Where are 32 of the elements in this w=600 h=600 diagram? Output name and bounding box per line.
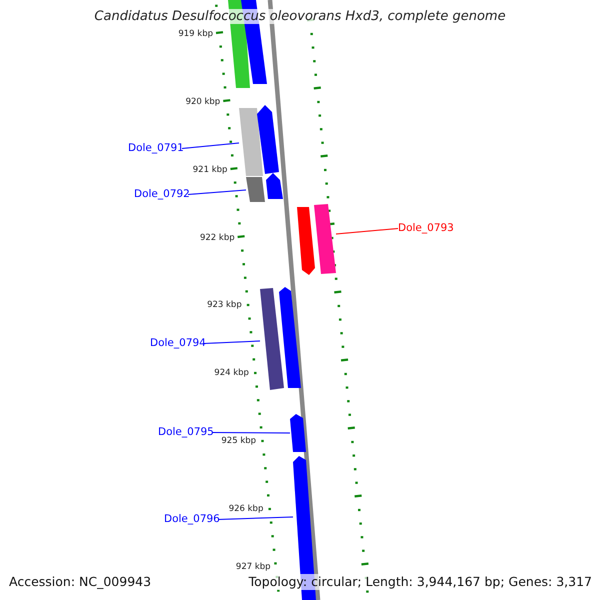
gene-feature: [297, 207, 315, 275]
scale-label: 922 kbp: [198, 233, 235, 244]
gene-label: Dole_0791: [128, 142, 184, 155]
leader-line: [204, 340, 260, 344]
gene-feature: [239, 108, 263, 176]
gene-feature: [279, 287, 301, 388]
gene-feature: [260, 288, 284, 390]
scale-label: 925 kbp: [220, 436, 256, 447]
scale-label: 927 kbp: [234, 562, 271, 573]
gene-feature: [314, 204, 336, 274]
scale-label: 923 kbp: [206, 300, 242, 311]
scale-label: 919 kbp: [177, 29, 213, 40]
scale-label: 926 kbp: [228, 504, 264, 515]
leader-line: [212, 432, 290, 434]
scale-label: 921 kbp: [192, 165, 228, 176]
gene-label: Dole_0792: [134, 188, 190, 201]
gene-feature: [266, 173, 283, 199]
leader-line: [182, 142, 240, 149]
gene-label: Dole_0794: [150, 337, 206, 350]
gene-feature: [290, 414, 306, 452]
leader-line: [218, 516, 294, 520]
genome-summary-text: Topology: circular; Length: 3,944,167 bp; Genes: 3,317: [248, 574, 592, 590]
gene-label: Dole_0793: [398, 222, 454, 235]
accession-text: Accession: NC_009943: [9, 574, 152, 590]
scale-label: 920 kbp: [184, 97, 220, 108]
genome-title: Candidatus Desulfococcus oleovorans Hxd3, complete genome: [92, 9, 508, 24]
leader-line: [336, 228, 398, 234]
scale-label: 924 kbp: [213, 368, 249, 379]
gene-feature: [246, 177, 265, 202]
gene-label: Dole_0795: [158, 426, 214, 439]
leader-line: [188, 190, 246, 195]
gene-label: Dole_0796: [164, 513, 220, 526]
